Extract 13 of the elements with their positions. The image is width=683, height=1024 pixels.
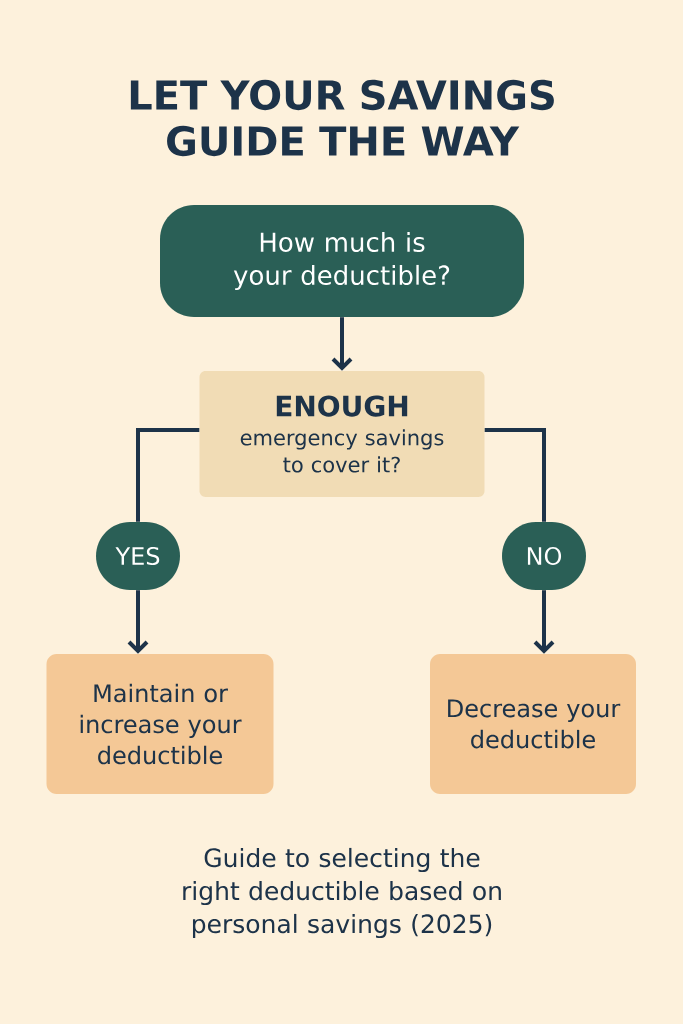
outcome-box: Decrease your deductible (430, 654, 636, 794)
connector-line (136, 428, 200, 522)
question-box: ENOUGH emergency savings to cover it? (199, 371, 485, 497)
arrow (127, 590, 149, 654)
caption: Guide to selecting the right deductible based on personal savings (2025) (183, 847, 501, 939)
rounded-box: YES (96, 522, 180, 590)
rounded-box: NO (502, 522, 586, 590)
title: LET YOUR SAVINGS GUIDE THE WAY (130, 79, 554, 157)
outcome-box: Maintain or increase your deductible (46, 654, 274, 794)
connector-line (484, 428, 546, 522)
arrow (331, 317, 353, 371)
arrow (533, 590, 555, 654)
rounded-box: How much is your deductible? (160, 205, 524, 317)
